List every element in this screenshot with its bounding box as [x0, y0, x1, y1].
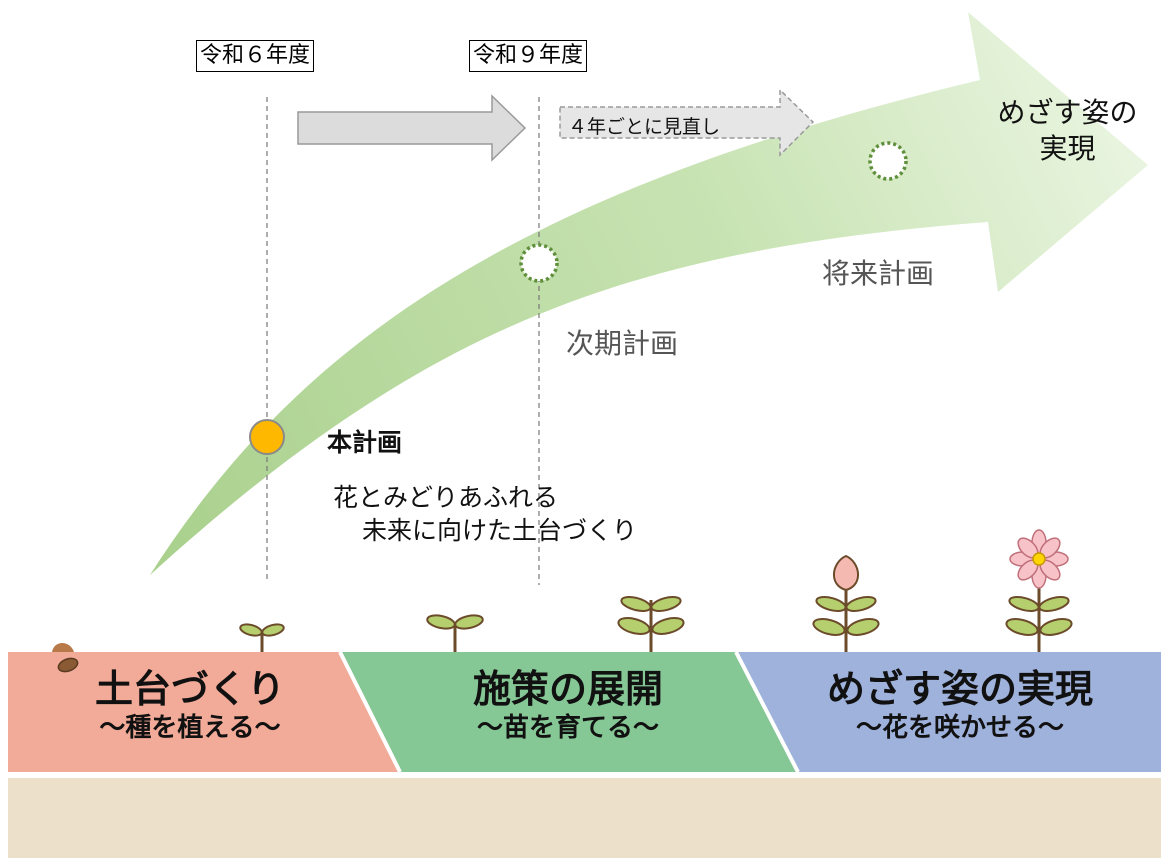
goal-line-2: 実現 [1039, 132, 1096, 165]
stage-1-title: 土台づくり [94, 667, 285, 711]
next-plan-label: 次期計画 [566, 327, 679, 360]
review-arrow [559, 88, 815, 157]
seedling-icon [617, 596, 685, 652]
stage-1-subtitle: ～種を植える～ [99, 713, 281, 743]
review-label: ４年ごとに見直し [568, 116, 721, 138]
stage-band-3 [736, 652, 1161, 772]
stage-2-title: 施策の展開 [472, 667, 663, 711]
future-plan-marker [868, 141, 908, 181]
stage-3-title: めざす姿の実現 [826, 667, 1093, 711]
future-plan-label: 将来計画 [822, 257, 935, 290]
main-plan-desc-line-1: 花とみどりあふれる [333, 483, 559, 512]
stage-band-1 [8, 652, 400, 772]
sprout-icon [426, 614, 484, 652]
flower-bud-icon [812, 554, 880, 652]
main-plan-desc-line-2: 未来に向けた土台づくり [362, 516, 638, 545]
soil-mound [52, 643, 74, 652]
stage-1-text: 土台づくり ～種を植える～ [40, 666, 340, 744]
goal-label: めざす姿の 実現 [985, 95, 1150, 167]
goal-line-1: めざす姿の [997, 96, 1138, 129]
year-label-next: 令和９年度 [469, 40, 588, 72]
sprout-small-icon [239, 623, 285, 652]
year-label-start: 令和６年度 [196, 40, 315, 72]
stage-2-subtitle: ～苗を育てる～ [476, 713, 659, 743]
stage-2-text: 施策の展開 ～苗を育てる～ [418, 666, 718, 744]
seed-icon [57, 657, 79, 673]
transition-arrow [297, 94, 527, 162]
stage-3-text: めざす姿の実現 ～花を咲かせる～ [800, 666, 1120, 744]
main-plan-label: 本計画 [327, 428, 403, 457]
stage-3-subtitle: ～花を咲かせる～ [855, 713, 1064, 743]
current-plan-marker [249, 419, 285, 455]
next-plan-marker [519, 243, 559, 283]
flower-icon [1005, 529, 1073, 652]
ground-strip [8, 778, 1161, 858]
stage-band-2 [340, 652, 798, 772]
